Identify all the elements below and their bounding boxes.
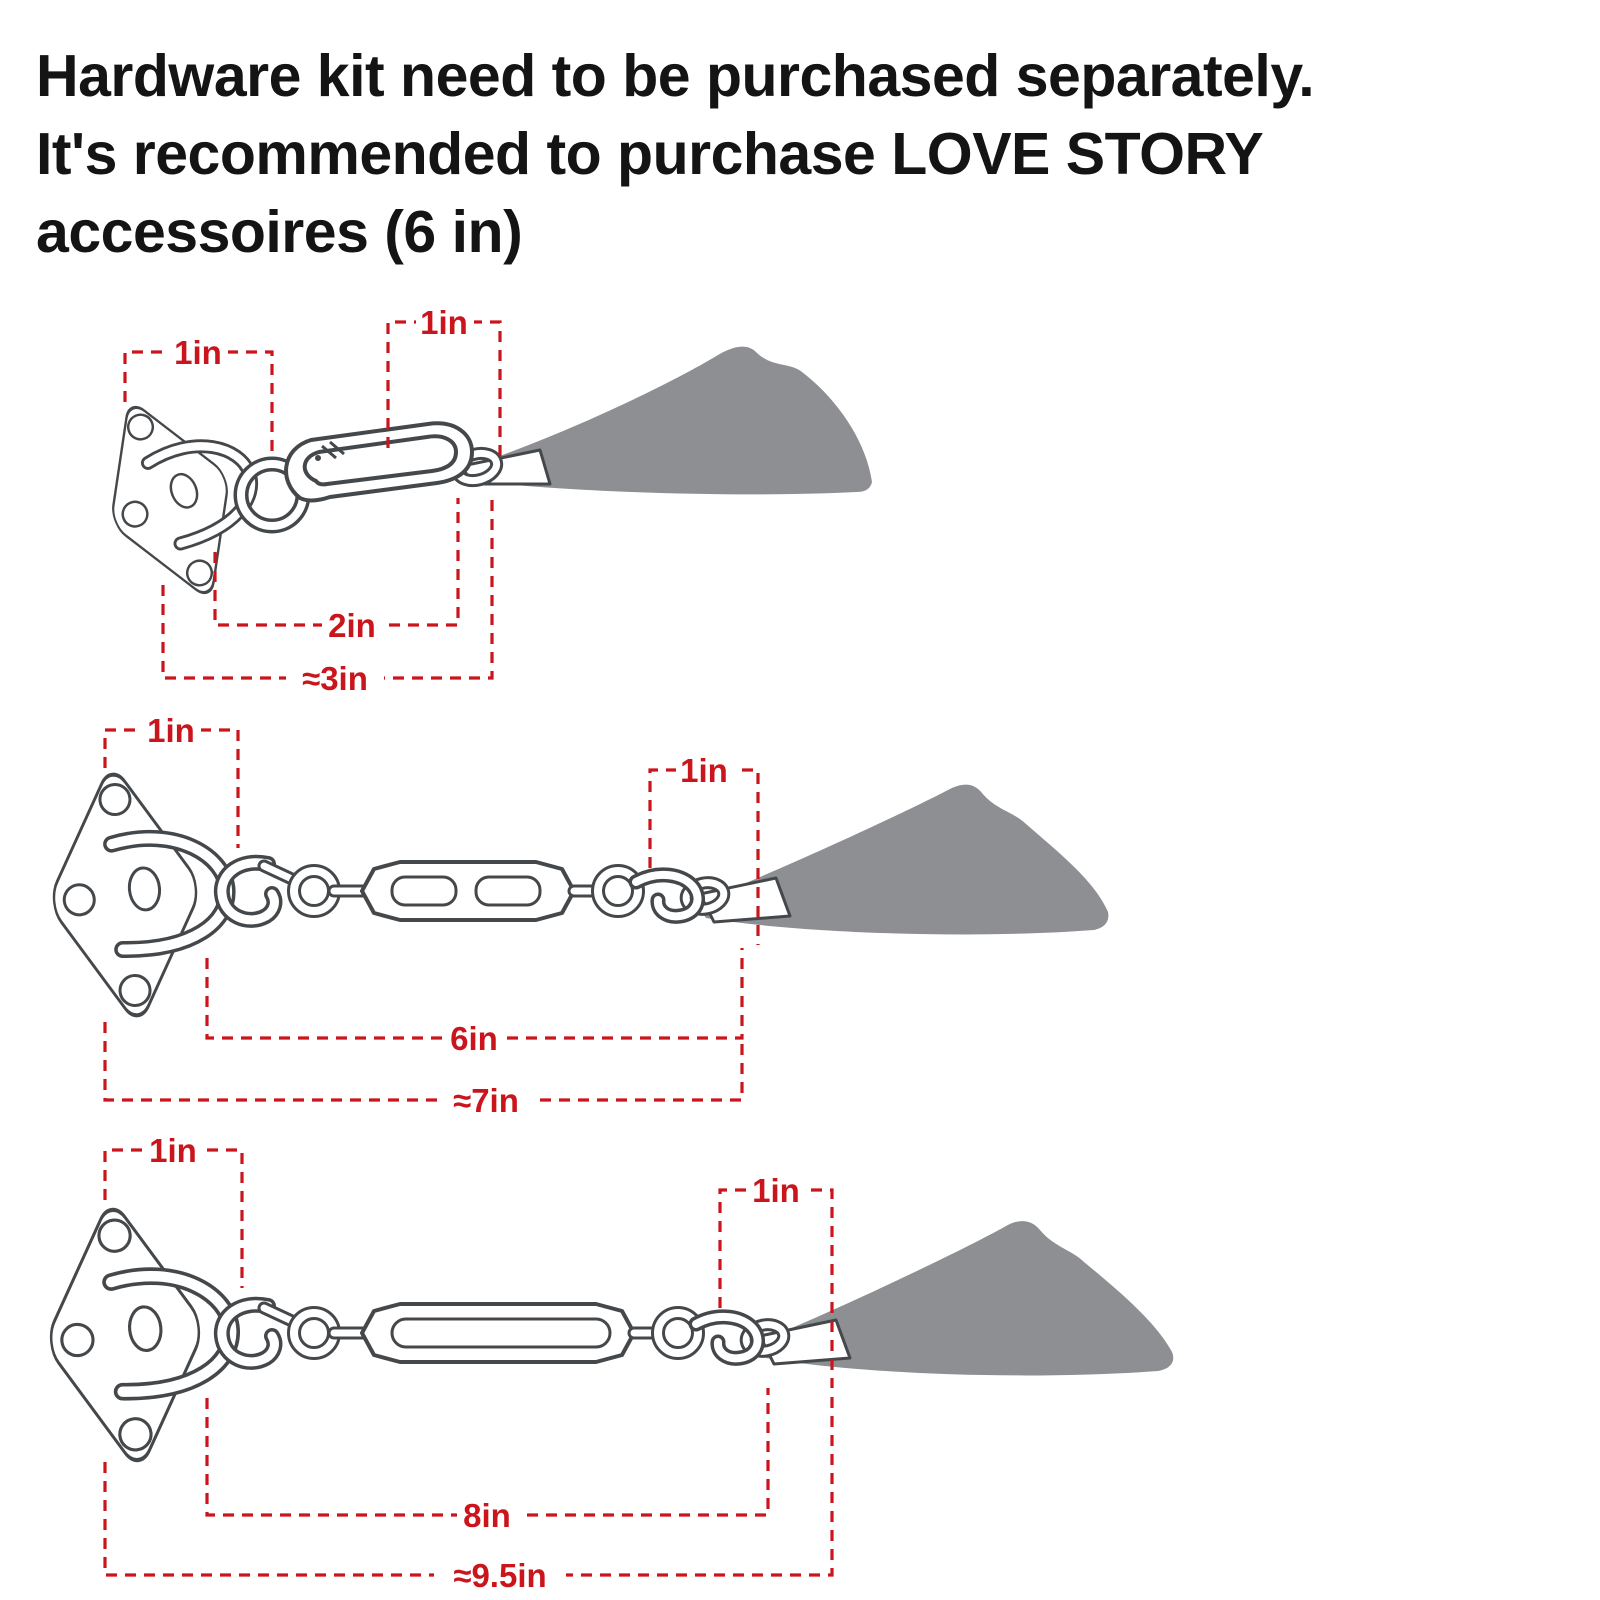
dimension-line-total <box>103 1390 834 1577</box>
dimension-line-middle <box>205 1388 770 1517</box>
carabiner-gate <box>321 444 337 460</box>
diagram-carabiner-kit: 1in 1in 2in ≈3in <box>112 304 872 697</box>
bail-slot <box>169 472 199 509</box>
dimension-label-total: ≈3in <box>302 660 368 697</box>
dimension-label-pad: 1in <box>147 712 195 749</box>
pad-eye <box>49 1207 240 1463</box>
pad-eye-plate <box>112 405 228 595</box>
dimension-label-pad: 1in <box>149 1132 197 1169</box>
dimension-label-hook: 1in <box>752 1172 800 1209</box>
pad-eye <box>112 405 258 595</box>
pad-eye <box>52 772 236 1018</box>
bail-slot <box>127 866 162 912</box>
turnbuckle-slot <box>390 1317 612 1349</box>
turnbuckle-slot-left <box>390 875 458 907</box>
carabiner <box>284 421 474 503</box>
sail-corner-shape <box>458 346 872 495</box>
dimension-label-total: ≈7in <box>453 1082 519 1119</box>
dimension-label-hook: 1in <box>680 752 728 789</box>
dimension-label-hook: 1in <box>420 304 468 341</box>
sail-ring <box>679 876 731 916</box>
turnbuckle-slot-right <box>474 875 542 907</box>
mounting-hole-bottom <box>118 973 152 1007</box>
mounting-hole-left <box>62 883 96 917</box>
dimension-label-pad: 1in <box>174 334 222 371</box>
mounting-hole-left <box>60 1322 95 1358</box>
sail-corner-shape <box>756 1221 1174 1376</box>
mounting-hole-left <box>121 500 149 528</box>
turnbuckle <box>213 1296 765 1370</box>
mounting-hole-bottom <box>185 559 214 587</box>
diagram-turnbuckle-8in-kit: 1in 1in 8in ≈9.5in <box>49 1132 1174 1594</box>
turnbuckle <box>213 854 705 928</box>
carabiner-rivet <box>315 455 321 461</box>
sail-ring <box>739 1318 791 1358</box>
sail-corner-shape <box>696 784 1109 935</box>
mounting-hole-top <box>126 413 155 441</box>
dimension-label-middle: 6in <box>450 1020 498 1057</box>
bail-slot <box>128 1305 163 1353</box>
title-block: Hardware kit need to be purchased separa… <box>36 38 1556 272</box>
dimensions-diagram-1: 1in 1in 2in ≈3in <box>123 304 502 697</box>
dimensions-diagram-3: 1in 1in 8in ≈9.5in <box>103 1132 834 1594</box>
title-line-3: accessoires (6 in) <box>36 198 523 265</box>
title-line-2: It's recommended to purchase LOVE STORY <box>36 120 1264 187</box>
carabiner-body <box>284 421 474 503</box>
mounting-hole-top <box>98 783 132 817</box>
mounting-hole-top <box>97 1218 132 1253</box>
title-line-1: Hardware kit need to be purchased separa… <box>36 43 1315 109</box>
dimension-line-total <box>103 1022 744 1102</box>
dimension-label-middle: 8in <box>463 1497 511 1534</box>
dimensions-diagram-2: 1in 1in 6in ≈7in <box>103 712 760 1119</box>
dimension-label-middle: 2in <box>328 607 376 644</box>
mounting-hole-bottom <box>118 1417 153 1452</box>
diagram-turnbuckle-6in-kit: 1in 1in 6in ≈7in <box>52 712 1109 1119</box>
dimension-label-total: ≈9.5in <box>453 1557 546 1594</box>
